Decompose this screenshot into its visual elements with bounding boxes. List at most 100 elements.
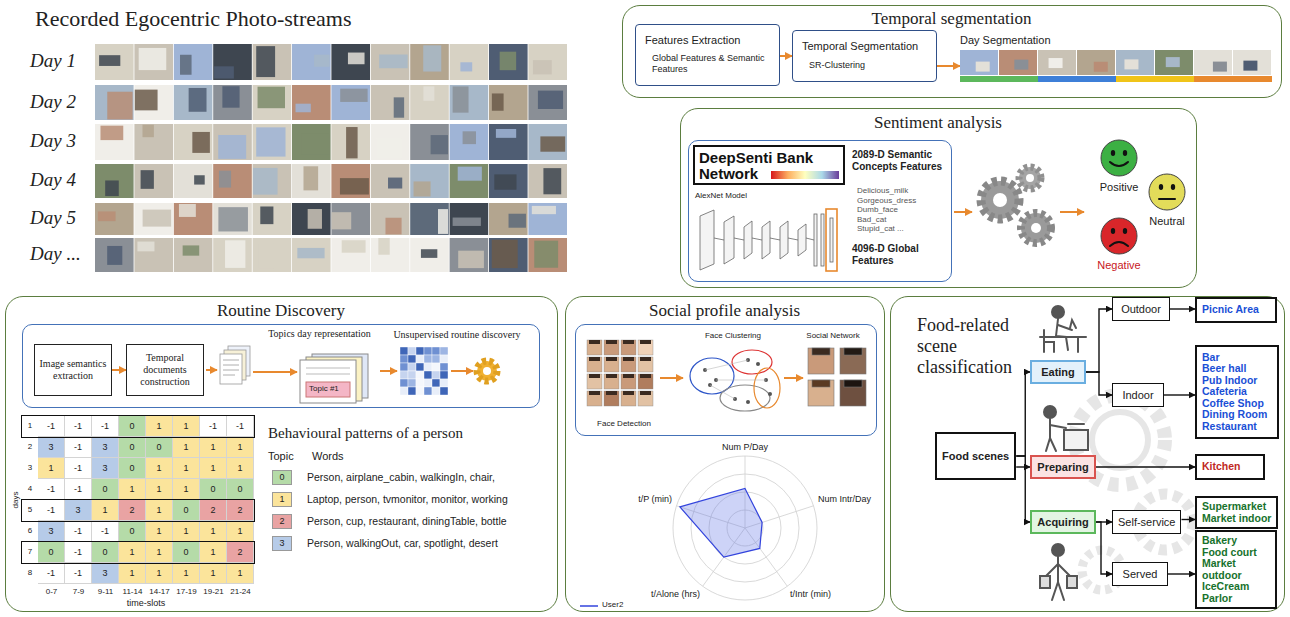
gear-icon xyxy=(477,361,497,381)
rect-element xyxy=(1233,50,1271,75)
label-text: Kitchen xyxy=(1202,461,1241,473)
face-hair xyxy=(623,340,634,344)
photo xyxy=(134,44,173,80)
stage-panel: Temporal segmentationFeatures Extraction… xyxy=(622,5,1282,98)
photo-detail xyxy=(303,166,318,190)
matrix-cell xyxy=(400,355,408,363)
label-text: 1 xyxy=(173,437,199,457)
face-thumb xyxy=(621,357,636,372)
text-slot: 9-11 xyxy=(92,587,119,597)
label-text: 3 xyxy=(65,500,91,520)
label-text: Unsupervised routine discovery xyxy=(381,329,533,341)
rect-element xyxy=(840,348,866,374)
connector-arrow xyxy=(937,65,960,67)
table-cell: -1 xyxy=(65,458,92,479)
photo xyxy=(292,164,331,198)
matrix-cell xyxy=(416,387,424,395)
table-cell: 0 xyxy=(119,521,146,542)
label-text: 0 xyxy=(92,479,118,499)
photo-detail xyxy=(105,180,119,196)
table-cell: 1 xyxy=(119,479,146,500)
table-cell: 3 xyxy=(65,500,92,521)
label-text: 2 xyxy=(119,500,145,520)
circle-element xyxy=(1019,167,1041,189)
label-text: 1 xyxy=(38,458,64,478)
face-hair xyxy=(589,357,600,361)
table-cell: 1 xyxy=(146,500,173,521)
label-text: -1 xyxy=(65,542,91,562)
label-text: Day 4 xyxy=(30,169,76,191)
flow-arrows xyxy=(206,212,1084,378)
photo-detail xyxy=(378,238,389,255)
photo xyxy=(450,85,489,120)
polygon-element xyxy=(700,210,714,270)
connector-arrow xyxy=(1016,456,1030,522)
circle-element xyxy=(981,181,1019,219)
rect-element xyxy=(808,348,834,374)
rect-element xyxy=(840,380,866,406)
text-slot: 4 xyxy=(24,484,36,494)
line-element xyxy=(705,360,748,370)
text-slot: 3 xyxy=(24,463,36,473)
face-hair xyxy=(640,391,651,395)
photo xyxy=(489,124,528,160)
photo xyxy=(371,124,410,160)
rect-element xyxy=(999,50,1037,75)
text-slot: Person, cup, restaurant, diningTable, bo… xyxy=(307,515,507,528)
photo-detail xyxy=(189,88,207,112)
photo-detail xyxy=(218,135,246,159)
text-slot: Behavioural patterns of a person xyxy=(268,424,463,442)
label-text: Routine Discovery xyxy=(6,301,556,321)
label-text: 1 xyxy=(146,416,172,436)
circle-element xyxy=(993,193,1007,207)
table-cell: 0 xyxy=(173,542,200,563)
photo-detail xyxy=(258,87,285,109)
table-cell: -1 xyxy=(92,521,119,542)
photo-detail xyxy=(139,48,167,70)
photo xyxy=(410,85,449,120)
label-text: AlexNet Model xyxy=(695,191,747,201)
photo xyxy=(292,124,331,160)
label-text: 5 xyxy=(24,505,36,515)
label-text: 1 xyxy=(24,421,36,431)
photo xyxy=(489,85,528,120)
svg-element xyxy=(771,171,841,181)
label-text: 19-21 xyxy=(200,587,227,597)
table-cell: -1 xyxy=(65,521,92,542)
matrix-cell xyxy=(424,387,432,395)
label-text: Face Clustering xyxy=(688,331,778,341)
path-element xyxy=(784,377,803,379)
text-slot: 5 xyxy=(24,505,36,515)
photo xyxy=(528,85,567,120)
photo xyxy=(410,44,449,80)
matrix-cell xyxy=(424,355,432,363)
rect-element xyxy=(826,209,837,271)
table-cell: 1 xyxy=(92,500,119,521)
photo-detail xyxy=(314,55,330,67)
label-text: Num Intr/Day xyxy=(818,494,871,505)
label-text: -1 xyxy=(92,416,118,436)
label-text: Temporal documents construction xyxy=(131,352,199,388)
label-text: Day 5 xyxy=(30,207,76,229)
photo-detail xyxy=(414,181,431,196)
label-text: DeepSenti Bank Network xyxy=(699,150,839,182)
path-element xyxy=(954,211,972,213)
svg-element xyxy=(1092,138,1146,178)
face-thumbnails xyxy=(587,340,653,406)
face-thumb xyxy=(604,340,619,355)
label-text: Indoor xyxy=(1122,389,1153,402)
label-text: t/P (min) xyxy=(612,494,672,505)
path-element xyxy=(1159,198,1175,200)
matrix-cell xyxy=(400,347,408,355)
photo-detail xyxy=(331,212,351,229)
face-hair xyxy=(623,374,634,378)
photo-detail xyxy=(107,92,132,120)
table-cell: 1 xyxy=(146,563,173,584)
face-hair xyxy=(623,357,634,361)
photo xyxy=(528,124,567,160)
text-slot: Unsupervised routine discovery xyxy=(381,329,533,341)
circle-element xyxy=(746,400,750,404)
label-text: Global Features & Semantic Features xyxy=(652,53,774,75)
matrix-cell xyxy=(416,355,424,363)
label-text: t/Alone (hrs) xyxy=(620,589,700,600)
